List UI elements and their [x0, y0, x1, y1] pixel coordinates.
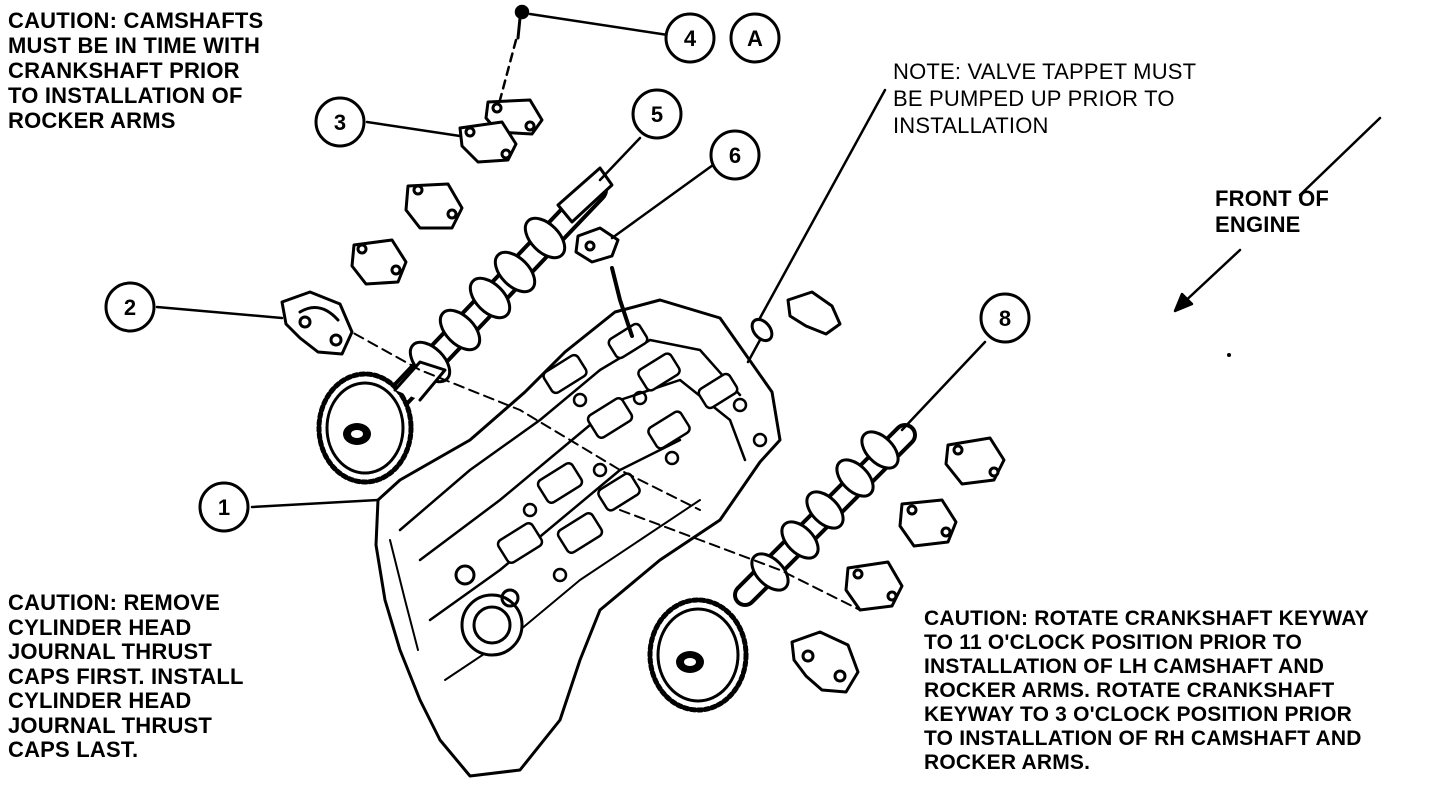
view-a-label: A: [747, 26, 763, 51]
note-line: ROCKER ARMS: [8, 108, 176, 133]
callout-8-label: 8: [999, 306, 1011, 331]
lh-bearing-caps: [350, 98, 544, 286]
callout-6-label: 6: [729, 143, 741, 168]
callout-1-label: 1: [218, 495, 230, 520]
callout-6: 6: [709, 129, 761, 181]
note-line: TO INSTALLATION OF: [8, 83, 243, 108]
callout-2-label: 2: [124, 295, 136, 320]
callout-8: 8: [979, 292, 1031, 344]
callout-4-label: 4: [684, 26, 697, 51]
rh-cam-centerline: [619, 509, 861, 611]
callout-1: 1: [198, 481, 250, 533]
cap-bolt: [498, 4, 530, 102]
callout-4: 4: [664, 12, 716, 64]
note-line: CYLINDER HEAD: [8, 688, 192, 713]
note-line: INSTALLATION: [893, 113, 1049, 138]
valve-tappet: [746, 290, 842, 364]
note-line: TO 11 O'CLOCK POSITION PRIOR TO: [924, 631, 1302, 654]
leader-lines: [155, 12, 987, 509]
note-line: CAPS FIRST. INSTALL: [8, 663, 244, 689]
note-line: ROCKER ARMS.: [924, 751, 1091, 774]
lh-camshaft: [387, 166, 614, 408]
note-line: CAPS LAST.: [8, 737, 139, 762]
note-line: NOTE: VALVE TAPPET MUST: [893, 59, 1197, 84]
note-line: CYLINDER HEAD: [8, 614, 192, 640]
note-line: JOURNAL THRUST: [8, 712, 213, 738]
note-line: ENGINE: [1215, 212, 1301, 237]
cam-seal-bore: [454, 564, 524, 657]
rh-camshaft: [733, 423, 917, 607]
note-line: CAUTION: REMOVE: [8, 590, 220, 615]
note-line: FRONT OF: [1215, 186, 1330, 211]
note-line: BE PUMPED UP PRIOR TO: [893, 86, 1175, 111]
callout-3-label: 3: [334, 110, 346, 135]
caution-crankshaft-keyway-note: CAUTION: ROTATE CRANKSHAFT KEYWAY TO 11 …: [924, 607, 1369, 775]
callout-5: 5: [631, 88, 683, 140]
rocker-arm: [574, 226, 634, 338]
lh-thrust-cap: [280, 290, 354, 356]
note-line: KEYWAY TO 3 O'CLOCK POSITION PRIOR: [924, 703, 1352, 726]
note-line: INSTALLATION OF LH CAMSHAFT AND: [924, 655, 1325, 678]
front-of-engine-label: FRONT OF ENGINE: [1215, 186, 1329, 238]
caution-camshafts-note: CAUTION: CAMSHAFTS MUST BE IN TIME WITH …: [8, 8, 263, 133]
view-a-marker: A: [729, 12, 781, 64]
valve-tappet-note: NOTE: VALVE TAPPET MUST BE PUMPED UP PRI…: [893, 58, 1196, 139]
callout-3: 3: [314, 96, 366, 148]
lh-cam-centerline: [299, 299, 701, 511]
note-line: JOURNAL THRUST: [8, 639, 213, 664]
rh-cam-sprocket: [647, 597, 749, 713]
lh-cam-sprocket: [316, 360, 447, 485]
note-line: CAUTION: ROTATE CRANKSHAFT KEYWAY: [924, 607, 1369, 630]
note-line: CAUTION: CAMSHAFTS: [8, 8, 264, 33]
callout-5-label: 5: [651, 102, 663, 127]
front-of-engine-arrow: [1173, 116, 1382, 357]
rocker-arm-seats: [496, 322, 768, 583]
note-line: ROCKER ARMS. ROTATE CRANKSHAFT: [924, 679, 1335, 702]
rh-bearing-caps: [844, 436, 1006, 612]
note-line: TO INSTALLATION OF RH CAMSHAFT AND: [924, 727, 1362, 750]
note-line: MUST BE IN TIME WITH: [8, 33, 261, 58]
note-line: CRANKSHAFT PRIOR: [8, 58, 240, 83]
callout-2: 2: [104, 281, 156, 333]
rh-thrust-cap: [790, 630, 860, 694]
caution-journal-caps-note: CAUTION: REMOVE CYLINDER HEAD JOURNAL TH…: [8, 590, 244, 763]
